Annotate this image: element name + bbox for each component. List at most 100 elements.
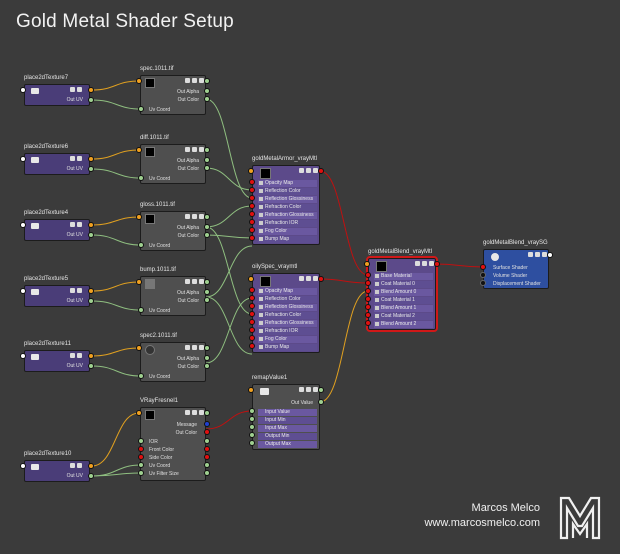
attr-in-port[interactable]	[249, 287, 255, 293]
connection-wire[interactable]	[205, 205, 253, 228]
node-toggle-icon[interactable]	[192, 410, 197, 415]
input-port[interactable]	[20, 353, 26, 359]
node-header-icons[interactable]	[415, 261, 434, 266]
output-port[interactable]	[318, 276, 324, 282]
attribute-row[interactable]: Output Max	[258, 441, 317, 448]
attr-checkbox[interactable]	[259, 189, 263, 193]
input-port[interactable]	[136, 78, 142, 84]
node-header-icons[interactable]	[70, 288, 82, 293]
attr-in-port[interactable]	[249, 408, 255, 414]
connection-wire[interactable]	[205, 167, 253, 191]
out-alpha-port[interactable]	[204, 157, 210, 163]
connection-wire[interactable]	[91, 99, 142, 110]
out-uv-port[interactable]	[88, 363, 94, 369]
out-color-port[interactable]	[204, 232, 210, 238]
node-toggle-icon[interactable]	[70, 353, 75, 358]
attribute-row[interactable]: Reflection Color	[258, 188, 317, 195]
attribute-row[interactable]: Refraction IOR	[258, 220, 317, 227]
connection-wire[interactable]	[205, 98, 253, 199]
place2d-node[interactable]: Out UV	[24, 153, 90, 175]
attr-checkbox[interactable]	[375, 314, 379, 318]
connection-wire[interactable]	[205, 296, 253, 355]
uv-coord-port[interactable]	[138, 242, 144, 248]
node-toggle-icon[interactable]	[70, 156, 75, 161]
node-toggle-icon[interactable]	[77, 463, 82, 468]
attr-in-port[interactable]	[249, 416, 255, 422]
attribute-row[interactable]: Input Max	[258, 425, 317, 432]
connection-wire[interactable]	[91, 365, 142, 377]
node-toggle-icon[interactable]	[422, 261, 427, 266]
input-port[interactable]	[20, 156, 26, 162]
input-port[interactable]	[136, 410, 142, 416]
node-toggle-icon[interactable]	[306, 387, 311, 392]
input-port[interactable]	[248, 276, 254, 282]
out-uv-port[interactable]	[88, 298, 94, 304]
output-port[interactable]	[434, 261, 440, 267]
node-toggle-icon[interactable]	[77, 222, 82, 227]
out-color-port[interactable]	[204, 429, 210, 435]
attribute-row[interactable]: Blend Amount 0	[374, 289, 433, 296]
attr-checkbox[interactable]	[259, 337, 263, 341]
attribute-row[interactable]: Refraction Color	[258, 312, 317, 319]
connection-wire[interactable]	[205, 297, 253, 364]
node-toggle-icon[interactable]	[185, 78, 190, 83]
out-uv-port[interactable]	[88, 166, 94, 172]
input-port[interactable]	[136, 214, 142, 220]
connection-wire[interactable]	[91, 300, 142, 311]
attr-in-port[interactable]	[249, 211, 255, 217]
connection-wire[interactable]	[205, 226, 253, 315]
attribute-row[interactable]: Blend Amount 1	[374, 305, 433, 312]
attribute-row[interactable]: Bump Map	[258, 236, 317, 243]
attr-out-port[interactable]	[204, 438, 210, 444]
node-toggle-icon[interactable]	[299, 168, 304, 173]
node-toggle-icon[interactable]	[185, 410, 190, 415]
attr-port[interactable]	[138, 470, 144, 476]
node-toggle-icon[interactable]	[306, 276, 311, 281]
uv-coord-port[interactable]	[138, 373, 144, 379]
node-toggle-icon[interactable]	[429, 261, 434, 266]
node-header-icons[interactable]	[185, 214, 204, 219]
connection-wire[interactable]	[91, 472, 142, 477]
node-toggle-icon[interactable]	[415, 261, 420, 266]
node-header-icons[interactable]	[185, 279, 204, 284]
node-toggle-icon[interactable]	[185, 214, 190, 219]
attr-out-port[interactable]	[204, 454, 210, 460]
attr-in-port[interactable]	[365, 272, 371, 278]
node-toggle-icon[interactable]	[528, 252, 533, 257]
attr-port[interactable]	[138, 438, 144, 444]
output-port[interactable]	[204, 78, 210, 84]
attr-in-port[interactable]	[480, 272, 486, 278]
out-uv-port[interactable]	[88, 232, 94, 238]
input-port[interactable]	[20, 463, 26, 469]
node-toggle-icon[interactable]	[192, 78, 197, 83]
attr-out-port[interactable]	[204, 462, 210, 468]
node-header-icons[interactable]	[70, 463, 82, 468]
attr-in-port[interactable]	[365, 312, 371, 318]
connection-wire[interactable]	[91, 168, 142, 179]
input-port[interactable]	[364, 261, 370, 267]
input-port[interactable]	[136, 279, 142, 285]
uv-coord-port[interactable]	[138, 307, 144, 313]
node-toggle-icon[interactable]	[199, 147, 204, 152]
node-toggle-icon[interactable]	[299, 387, 304, 392]
node-header-icons[interactable]	[528, 252, 547, 257]
connection-wire[interactable]	[205, 234, 253, 239]
attribute-row[interactable]: Coat Material 2	[374, 313, 433, 320]
out-uv-port[interactable]	[88, 97, 94, 103]
attr-checkbox[interactable]	[259, 313, 263, 317]
attribute-row[interactable]: Refraction IOR	[258, 328, 317, 335]
output-port[interactable]	[88, 222, 94, 228]
input-port[interactable]	[136, 345, 142, 351]
attr-checkbox[interactable]	[259, 197, 263, 201]
attr-in-port[interactable]	[249, 195, 255, 201]
attr-in-port[interactable]	[365, 320, 371, 326]
out-alpha-port[interactable]	[204, 355, 210, 361]
